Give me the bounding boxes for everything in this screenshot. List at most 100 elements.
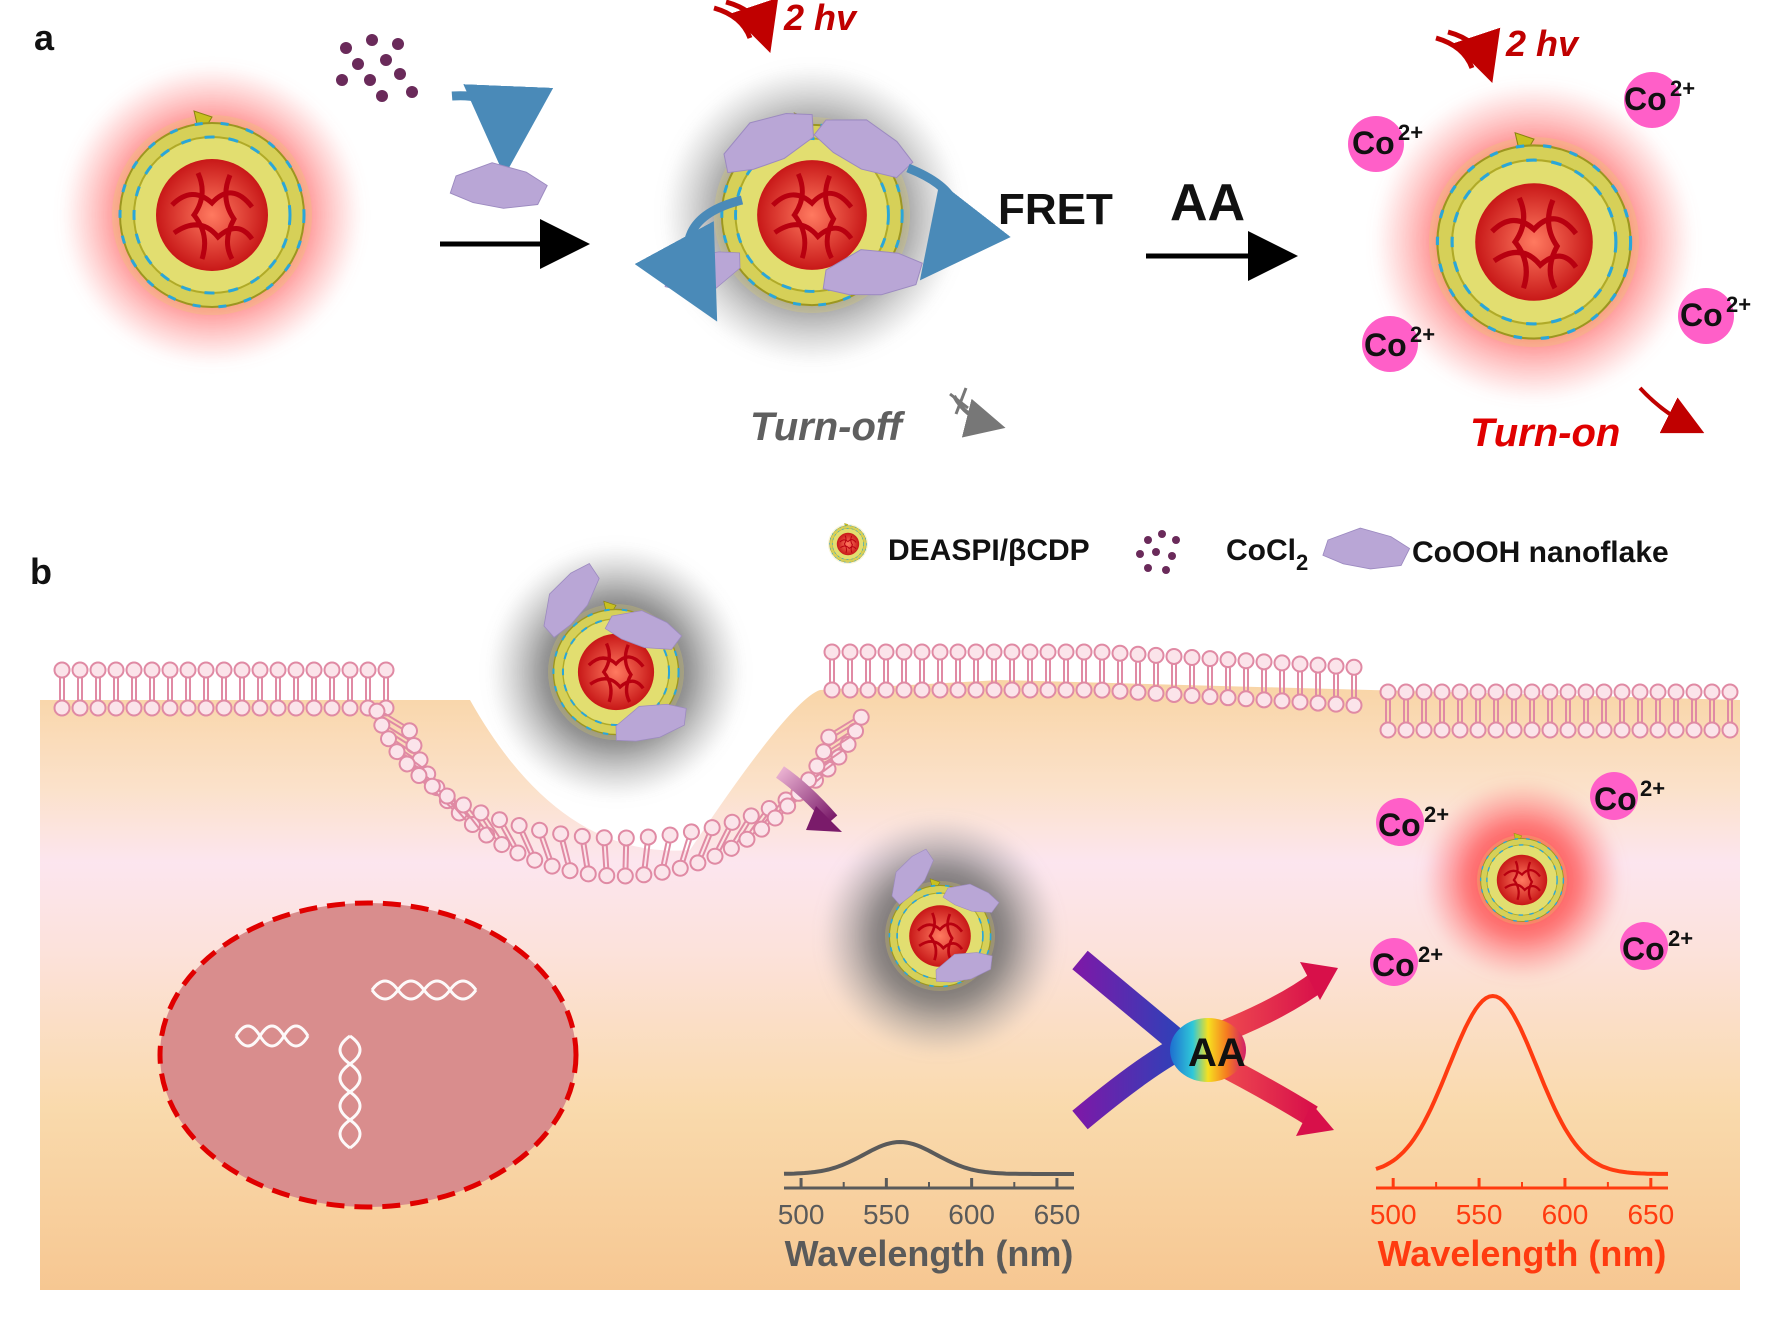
phospholipid	[53, 661, 71, 717]
svg-text:2+: 2+	[1668, 926, 1693, 951]
phospholipid	[197, 661, 215, 717]
phospholipid	[89, 661, 107, 717]
probe-quenched	[634, 65, 1011, 365]
light-arrow-right	[1435, 27, 1501, 83]
phospholipid	[1345, 658, 1363, 714]
svg-text:Co: Co	[1594, 781, 1637, 817]
panel-b-label: b	[30, 551, 52, 592]
svg-text:Co: Co	[1372, 947, 1415, 983]
phospholipid	[1291, 655, 1309, 711]
cocl2-dots	[336, 34, 418, 102]
legend-cocl2-label: CoCl2	[1226, 534, 1308, 575]
phospholipid	[1309, 656, 1327, 712]
svg-text:Co: Co	[1352, 125, 1395, 161]
phospholipid	[179, 661, 197, 717]
phospholipid	[859, 643, 877, 699]
phospholipid	[1327, 657, 1345, 713]
probe-recovered	[1374, 82, 1694, 402]
phospholipid	[107, 661, 125, 717]
spectrum-xlabel: Wavelength (nm)	[1378, 1233, 1667, 1274]
dna-strands	[234, 979, 478, 1150]
phospholipid	[251, 661, 269, 717]
spectrum-tick-label: 600	[1542, 1199, 1589, 1230]
turn-off-label: Turn-off	[750, 405, 905, 449]
co-ion-a1: Co 2+	[1348, 116, 1423, 172]
co-ion-b2: Co 2+	[1590, 772, 1665, 820]
panel-a-label: a	[34, 17, 55, 58]
reaction-curve-arrow	[451, 84, 554, 176]
phospholipid	[1147, 646, 1165, 702]
phospholipid	[1039, 643, 1057, 699]
phospholipid	[143, 661, 161, 717]
aa-label-b: AA	[1188, 1031, 1246, 1075]
phospholipid	[1183, 649, 1201, 705]
svg-text:Co: Co	[1624, 81, 1667, 117]
fret-label: FRET	[998, 185, 1113, 234]
emission-arrow-icon	[1638, 386, 1705, 434]
svg-text:Co: Co	[1680, 297, 1723, 333]
spectrum-tick-label: 650	[1034, 1199, 1081, 1230]
phospholipid	[1021, 643, 1039, 699]
phospholipid	[287, 661, 305, 717]
phospholipid	[1111, 644, 1129, 700]
phospholipid	[1165, 647, 1183, 703]
turn-on-label: Turn-on	[1470, 411, 1620, 455]
legend: DEASPI/βCDP CoCl2 CoOOH nanoflake	[827, 522, 1669, 575]
flake-small	[449, 162, 548, 209]
phospholipid	[985, 643, 1003, 699]
svg-text:2+: 2+	[1726, 292, 1751, 317]
phospholipid	[931, 643, 949, 699]
co-ion-b1: Co 2+	[1376, 798, 1449, 846]
phospholipid	[215, 661, 233, 717]
spectrum-curve	[1375, 993, 1668, 1176]
phospholipid	[323, 661, 341, 717]
phospholipid	[823, 643, 841, 699]
svg-text:Co: Co	[1622, 931, 1665, 967]
phospholipid	[1201, 650, 1219, 706]
spectrum-tick-label: 550	[1456, 1199, 1503, 1230]
phospholipid	[841, 643, 859, 699]
co-ion-a4: Co 2+	[1678, 288, 1751, 344]
aa-reaction-node: AA	[1072, 950, 1338, 1136]
phospholipid	[1075, 643, 1093, 699]
svg-text:2+: 2+	[1670, 76, 1695, 101]
internalization-arrow	[775, 766, 838, 825]
phospholipid	[1003, 643, 1021, 699]
svg-text:Co: Co	[1378, 807, 1421, 843]
phospholipid	[1129, 645, 1147, 701]
phospholipid	[1255, 653, 1273, 709]
spectrum-tick-label: 550	[863, 1199, 910, 1230]
phospholipid	[895, 643, 913, 699]
phospholipid	[341, 661, 359, 717]
phospholipid	[233, 661, 251, 717]
phospholipid	[71, 661, 89, 717]
light-label-left: 2 hv	[783, 0, 858, 38]
legend-flake-label: CoOOH nanoflake	[1412, 536, 1669, 569]
phospholipid	[269, 661, 287, 717]
phospholipid	[1273, 654, 1291, 710]
phospholipid	[949, 643, 967, 699]
co-ion-b4: Co 2+	[1620, 922, 1693, 970]
phospholipid	[305, 661, 323, 717]
svg-text:2+: 2+	[1640, 776, 1665, 801]
spectrum-curve	[783, 1139, 1074, 1176]
svg-text:2+: 2+	[1418, 942, 1443, 967]
co-ion-a2: Co 2+	[1624, 72, 1695, 128]
emission-blocked-icon	[949, 387, 1006, 438]
svg-text:Co: Co	[1364, 327, 1407, 363]
phospholipid	[877, 643, 895, 699]
phospholipid	[1057, 643, 1075, 699]
spectrum-tick-label: 600	[948, 1199, 995, 1230]
spectrum-xlabel: Wavelength (nm)	[785, 1233, 1074, 1274]
aa-label-a: AA	[1170, 174, 1245, 232]
light-label-right: 2 hv	[1505, 23, 1580, 64]
probe-entering	[488, 544, 744, 800]
svg-text:2+: 2+	[1410, 322, 1435, 347]
phospholipid	[1237, 652, 1255, 708]
spectrum-tick-label: 500	[778, 1199, 825, 1230]
phospholipid	[967, 643, 985, 699]
phospholipid	[1219, 651, 1237, 707]
co-ion-a3: Co 2+	[1362, 316, 1435, 372]
